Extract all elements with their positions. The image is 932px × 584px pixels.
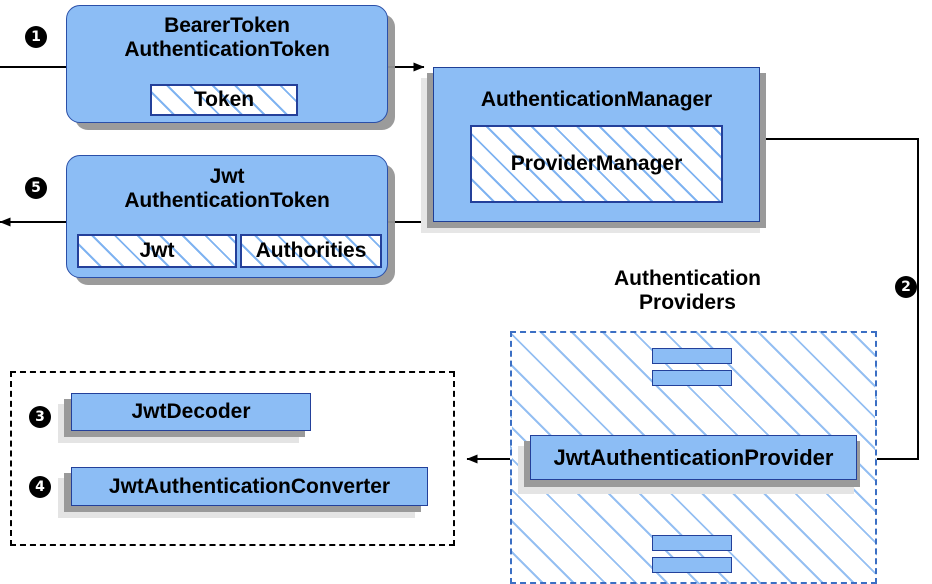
slot-label: ProviderManager	[510, 152, 683, 175]
title-line-1: Jwt	[209, 165, 245, 188]
peer-provider-bar-bottom-1[interactable]	[652, 535, 732, 551]
node-title: BearerToken AuthenticationToken	[67, 14, 387, 61]
slot-label: Jwt	[139, 239, 175, 262]
slot-label: Token	[193, 88, 255, 111]
node-label: JwtAuthenticationConverter	[108, 474, 391, 498]
slot-authorities[interactable]: Authorities	[240, 234, 382, 268]
group-jwt-support-components	[10, 371, 455, 546]
node-title: AuthenticationManager	[434, 88, 759, 112]
node-title: Jwt AuthenticationToken	[67, 165, 387, 212]
step-badge-2: 2	[895, 276, 917, 298]
providers-group-caption: Authentication Providers	[510, 267, 865, 314]
caption-line-2: Providers	[639, 290, 736, 314]
badge-label: 1	[31, 29, 41, 45]
step-badge-3: 3	[29, 406, 51, 428]
badge-label: 2	[901, 279, 911, 295]
step-badge-5: 5	[25, 177, 47, 199]
badge-label: 5	[31, 180, 41, 196]
slot-label: Authorities	[255, 239, 367, 262]
title-line-1: BearerToken	[164, 14, 290, 37]
peer-provider-bar-bottom-2[interactable]	[652, 557, 732, 573]
node-label: JwtAuthenticationProvider	[553, 444, 834, 470]
node-jwt-authentication-token[interactable]: Jwt AuthenticationToken Jwt Authorities	[66, 155, 388, 278]
node-authentication-manager[interactable]: AuthenticationManager ProviderManager	[433, 67, 760, 222]
title-text: AuthenticationManager	[480, 88, 713, 111]
title-line-2: AuthenticationToken	[124, 37, 330, 61]
peer-provider-bar-top-2[interactable]	[652, 370, 732, 386]
step-badge-4: 4	[29, 476, 51, 498]
node-bearer-token-authentication-token[interactable]: BearerToken AuthenticationToken Token	[66, 5, 388, 123]
peer-provider-bar-top-1[interactable]	[652, 348, 732, 364]
badge-label: 3	[35, 409, 45, 425]
node-jwt-decoder[interactable]: JwtDecoder	[71, 393, 311, 431]
badge-label: 4	[35, 479, 45, 495]
slot-jwt[interactable]: Jwt	[77, 234, 237, 268]
node-label: JwtDecoder	[131, 400, 251, 423]
slot-token[interactable]: Token	[150, 84, 298, 116]
slot-provider-manager[interactable]: ProviderManager	[470, 125, 723, 203]
node-jwt-authentication-converter[interactable]: JwtAuthenticationConverter	[71, 467, 428, 506]
node-jwt-authentication-provider[interactable]: JwtAuthenticationProvider	[530, 435, 857, 480]
caption-line-1: Authentication	[614, 267, 761, 290]
title-line-2: AuthenticationToken	[124, 188, 330, 212]
step-badge-1: 1	[25, 26, 47, 48]
